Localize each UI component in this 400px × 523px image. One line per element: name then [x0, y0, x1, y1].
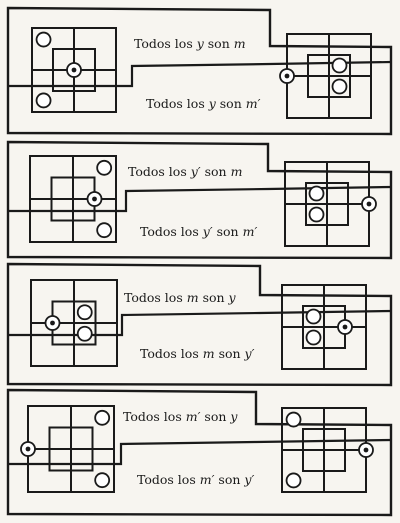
top-statement-v2: m — [234, 36, 246, 51]
counter-dot — [363, 447, 369, 453]
bottom-statement-v1: m — [203, 346, 215, 361]
empty-counter — [305, 308, 322, 325]
empty-counter — [331, 57, 348, 74]
empty-counter — [94, 472, 111, 489]
top-statement: Todos los m son y — [124, 290, 237, 305]
counter-dot — [25, 446, 31, 452]
top-statement-pre: Todos los — [123, 409, 186, 424]
card-border — [6, 388, 393, 517]
empty-counter — [331, 78, 348, 95]
top-statement-v1: m′ — [186, 409, 201, 424]
cut-line — [8, 185, 392, 213]
bottom-statement: Todos los y′ son m′ — [140, 224, 257, 239]
bottom-statement-v2: m′ — [246, 96, 261, 111]
counter-dot — [342, 324, 348, 330]
bottom-statement-v1: y — [208, 96, 217, 111]
bottom-statement-mid: son — [215, 346, 245, 361]
top-statement-mid: son — [199, 290, 229, 305]
empty-counter — [308, 206, 325, 223]
empty-counter — [94, 409, 111, 426]
counter-dot — [71, 67, 77, 73]
empty-counter — [35, 92, 52, 109]
top-statement-mid: son — [201, 164, 231, 179]
bottom-statement-v2: y′ — [244, 346, 255, 361]
bottom-statement-pre: Todos los — [140, 346, 203, 361]
bottom-statement-pre: Todos los — [146, 96, 209, 111]
top-statement-v1: y′ — [190, 164, 201, 179]
empty-counter — [35, 31, 52, 48]
top-statement-v2: y — [228, 290, 237, 305]
bottom-statement: Todos los y son m′ — [146, 96, 261, 111]
top-statement-mid: son — [200, 409, 230, 424]
bottom-statement-mid: son — [216, 96, 246, 111]
empty-counter — [96, 159, 113, 176]
top-statement-pre: Todos los — [124, 290, 187, 305]
card-border — [6, 6, 393, 136]
counter-dot — [284, 73, 290, 79]
empty-counter — [305, 329, 322, 346]
bottom-statement: Todos los m son y′ — [140, 346, 255, 361]
empty-counter — [285, 472, 302, 489]
top-statement: Todos los m′ son y — [123, 409, 238, 424]
cut-line — [8, 60, 392, 88]
top-statement-pre: Todos los — [134, 36, 197, 51]
bottom-statement-v2: y′ — [243, 472, 254, 487]
cut-line — [8, 438, 392, 466]
top-statement-v1: m — [187, 290, 199, 305]
top-statement-mid: son — [204, 36, 234, 51]
empty-counter — [285, 411, 302, 428]
bottom-statement-pre: Todos los — [140, 224, 203, 239]
empty-counter — [76, 325, 93, 342]
top-statement-v2: m — [231, 164, 243, 179]
bottom-statement-mid: son — [213, 224, 243, 239]
empty-counter — [96, 222, 113, 239]
card-border — [6, 140, 393, 260]
bottom-statement-v1: y′ — [202, 224, 213, 239]
bottom-statement-mid: son — [214, 472, 244, 487]
counter-dot — [92, 196, 97, 202]
counter-dot — [366, 201, 372, 207]
top-statement: Todos los y son m — [134, 36, 246, 51]
counter-dot — [50, 320, 55, 326]
card-border — [6, 262, 393, 387]
top-statement-pre: Todos los — [128, 164, 191, 179]
top-statement-v1: y — [196, 36, 205, 51]
bottom-statement: Todos los m′ son y′ — [137, 472, 254, 487]
bottom-statement-pre: Todos los — [137, 472, 200, 487]
top-statement-v2: y — [229, 409, 238, 424]
bottom-statement-v1: m′ — [200, 472, 215, 487]
empty-counter — [76, 304, 93, 321]
bottom-statement-v2: m′ — [243, 224, 258, 239]
top-statement: Todos los y′ son m — [128, 164, 242, 179]
empty-counter — [308, 185, 325, 202]
